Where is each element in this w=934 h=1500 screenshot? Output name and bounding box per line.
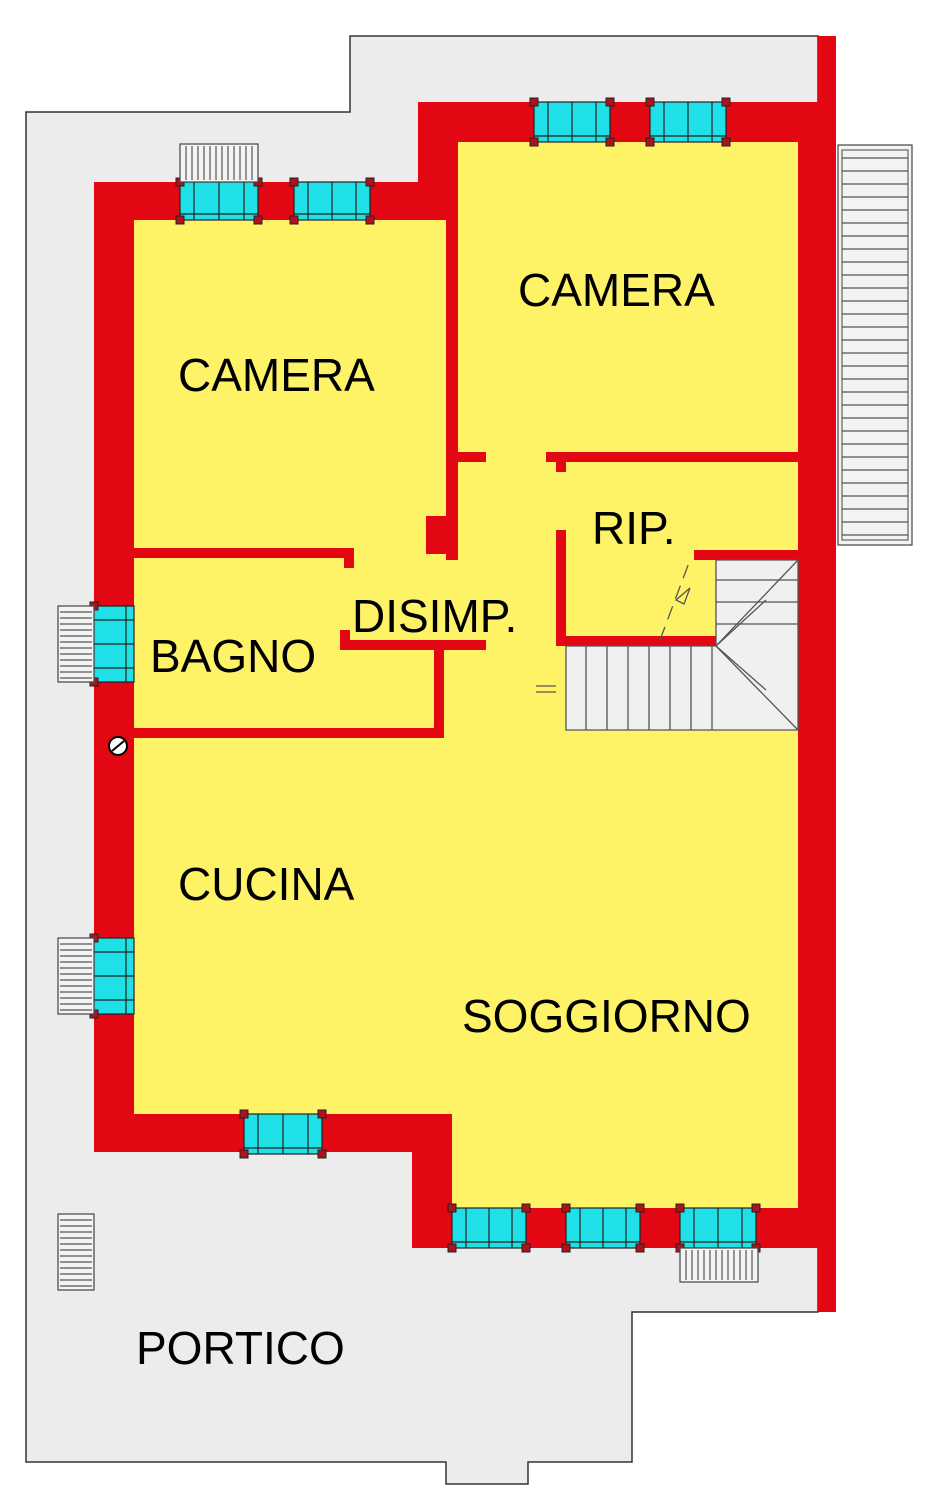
room-label-cucina: CUCINA [178, 858, 355, 910]
balcony [837, 144, 913, 546]
grilles [57, 143, 759, 1291]
window-icon [645, 97, 731, 147]
room-label-rip: RIP. [592, 502, 676, 554]
vent-icon [108, 736, 128, 756]
room-label-bagno: BAGNO [150, 630, 316, 682]
window-icon [239, 1109, 327, 1159]
window-icon [561, 1203, 645, 1253]
window-icon [675, 1203, 761, 1253]
interior-floor [134, 142, 798, 1208]
window-icon [175, 177, 263, 225]
portico-wall-strip [818, 36, 836, 1312]
room-label-camera-left: CAMERA [178, 349, 375, 401]
vent-grille-icon [57, 1213, 95, 1291]
window-icon [289, 177, 375, 225]
room-label-portico: PORTICO [136, 1322, 345, 1374]
room-label-disimp: DISIMP. [352, 590, 517, 642]
window-icon [529, 97, 615, 147]
vent-grille-icon [179, 143, 259, 183]
room-label-soggiorno: SOGGIORNO [462, 990, 751, 1042]
interior-walls [134, 220, 798, 738]
vent-grille-icon [679, 1247, 759, 1283]
vent-grille-icon [57, 605, 95, 683]
window-icon [447, 1203, 531, 1253]
room-label-camera-right: CAMERA [518, 264, 715, 316]
window-icon [89, 601, 135, 687]
staircase [536, 559, 799, 731]
vent-grille-icon [57, 937, 95, 1015]
window-icon [89, 933, 135, 1019]
